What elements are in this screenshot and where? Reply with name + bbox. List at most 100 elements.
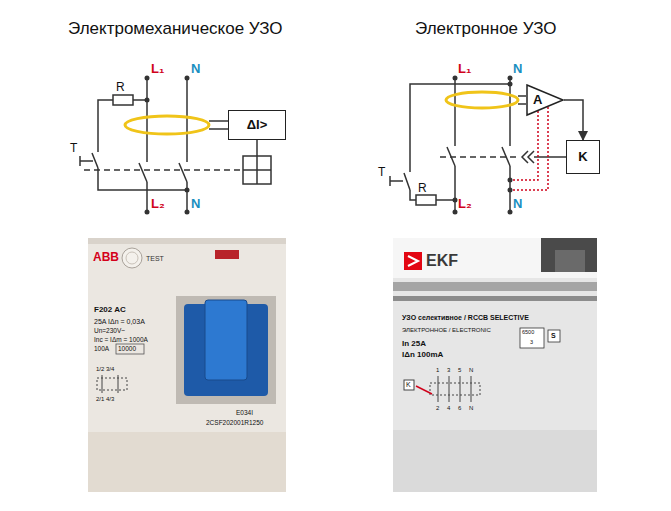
conductor-label: N xyxy=(513,62,522,75)
wire xyxy=(186,182,188,212)
terminal-numbers: 2/1 4/3 xyxy=(96,396,114,402)
wire xyxy=(534,156,566,158)
component-label: K xyxy=(406,381,411,388)
device-rim xyxy=(88,238,286,244)
test-button-contact xyxy=(404,173,410,190)
conductor-label: L₂ xyxy=(458,197,472,210)
button-label: TEST xyxy=(146,255,164,262)
device-base xyxy=(393,430,597,492)
latch-symbol xyxy=(522,151,534,163)
rating-text: 3 xyxy=(530,340,533,346)
wire xyxy=(98,168,187,190)
test-button xyxy=(126,252,138,264)
model-text: F202 AC xyxy=(94,306,126,314)
mechanical-link xyxy=(84,169,243,171)
wire xyxy=(98,100,113,152)
mini-schematic xyxy=(471,376,472,402)
relay-symbol xyxy=(243,169,271,171)
junction-dot xyxy=(185,76,190,81)
terminal-numbers: 1 3 5 N xyxy=(436,367,476,373)
wire xyxy=(186,78,188,162)
rating-text: Inc = IΔm = 1000A xyxy=(94,337,148,344)
mini-schematic xyxy=(438,376,439,402)
junction-dot xyxy=(185,210,190,215)
logo-mark xyxy=(404,252,422,270)
wire xyxy=(509,78,511,146)
wire xyxy=(518,95,526,97)
wire xyxy=(209,120,228,122)
junction-dot xyxy=(508,76,513,81)
test-button xyxy=(80,160,93,162)
junction-dot xyxy=(145,210,150,215)
component-label: T xyxy=(378,166,385,178)
triangle-outline xyxy=(527,85,563,115)
rating-text: S xyxy=(551,332,556,339)
junction-dot xyxy=(508,178,513,183)
indicator-window xyxy=(215,250,239,259)
test-button xyxy=(122,248,142,268)
relay-symbol xyxy=(243,156,271,184)
component-label: R xyxy=(116,81,125,93)
resistor-symbol xyxy=(113,95,133,105)
current-transformer xyxy=(125,116,209,134)
rating-text: IΔn 100mA xyxy=(402,351,443,359)
rating-text: In 25A xyxy=(402,340,426,348)
rating-text: 6500 xyxy=(522,330,534,336)
power-supply-line xyxy=(510,111,538,180)
amplifier-triangle: A xyxy=(526,84,564,116)
device-photo xyxy=(393,238,597,492)
conductor-label: L₂ xyxy=(151,197,165,210)
conductor-label: N xyxy=(191,197,200,210)
wire xyxy=(256,140,258,156)
mini-schematic xyxy=(404,380,414,390)
stripe xyxy=(393,282,597,291)
rating-text: 100A xyxy=(94,346,109,353)
conductor-label: N xyxy=(191,62,200,75)
junction-dot xyxy=(185,188,190,193)
rating-text: 25A IΔn = 0,03A xyxy=(94,318,145,325)
switch-contact xyxy=(179,163,187,182)
code-text: E034I xyxy=(236,410,253,417)
wire xyxy=(518,103,526,105)
rating-box xyxy=(116,344,144,354)
mini-arrow xyxy=(416,386,432,394)
resistor-symbol xyxy=(416,195,436,205)
node-text: K xyxy=(578,149,587,165)
terminal-slot xyxy=(555,250,585,272)
device-top xyxy=(393,238,597,278)
junction-dot xyxy=(145,76,150,81)
triangle-outline xyxy=(526,84,564,116)
wire xyxy=(410,190,416,200)
rating-text: 10000 xyxy=(118,346,136,353)
mini-schematic xyxy=(97,378,127,390)
wire xyxy=(209,128,228,130)
wire xyxy=(146,78,148,162)
junction-dot xyxy=(453,198,458,203)
terminal-numbers: 2 4 6 N xyxy=(436,405,476,411)
relay-box: K xyxy=(566,140,600,174)
connector xyxy=(564,100,583,140)
logo-mark xyxy=(408,256,418,266)
heading: Электронное УЗО xyxy=(415,20,557,37)
component-label: R xyxy=(418,182,427,194)
junction-dot xyxy=(453,210,458,215)
device-type: УЗО селективное / RCCB SELECTIVE xyxy=(402,314,529,321)
conductor-label: L₁ xyxy=(151,62,164,75)
rating-box xyxy=(520,328,544,348)
rating-box xyxy=(548,330,560,342)
component-label: T xyxy=(70,142,77,154)
mini-schematic xyxy=(449,376,450,402)
switch-contact xyxy=(139,163,147,182)
current-transformer xyxy=(446,92,518,108)
mechanical-link xyxy=(440,156,520,158)
wire xyxy=(410,84,510,172)
mini-schematic xyxy=(430,383,480,395)
heading: Электромеханическое УЗО xyxy=(68,20,283,37)
conductor-label: L₁ xyxy=(458,62,471,75)
code-text: 2CSF202001R1250 xyxy=(206,420,263,427)
mini-schematic xyxy=(460,376,461,402)
device-photo xyxy=(88,238,286,492)
junction-dot xyxy=(508,188,513,193)
toggle-handle xyxy=(205,300,247,380)
